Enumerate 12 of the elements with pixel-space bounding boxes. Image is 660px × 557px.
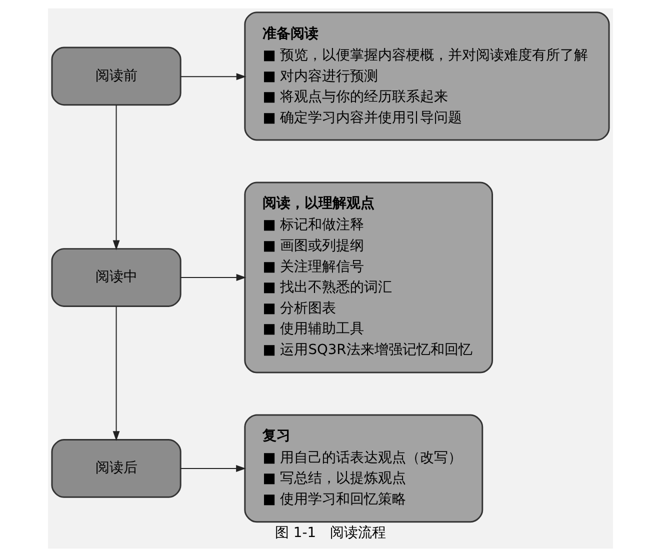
arrow bbox=[180, 465, 246, 472]
node-box: 阅读，以理解观点 ■ 标记和做注释 ■ 画图或列提纲 ■ 关注理解信号 ■ 找出不熟悉的词汇 ■ 分析图表 ■ 使用辅助工具 ■ 运用SQ3R法来增强记忆和回忆 bbox=[244, 182, 493, 374]
caption: 图 1-1 阅读流程 bbox=[274, 524, 386, 541]
arrow bbox=[180, 73, 246, 80]
node-box: 复习 ■ 用自己的话表达观点（改写） ■ 写总结，以提炼观点 ■ 使用学习和回忆策略 bbox=[244, 414, 483, 523]
node-box: 阅读后 bbox=[50, 439, 181, 498]
node-box: 准备阅读 ■ 预览，以便掌握内容梗概，并对阅读难度有所了解 ■ 对内容进行预测 ■ 将观点与你的经历联系起来 ■ 确定学习内容并使用引导问题 bbox=[244, 12, 610, 141]
arrow bbox=[112, 104, 120, 250]
arrow bbox=[180, 274, 246, 281]
node-box: 阅读中 bbox=[50, 248, 181, 307]
node-box: 阅读前 bbox=[50, 46, 181, 106]
arrow bbox=[112, 306, 120, 442]
